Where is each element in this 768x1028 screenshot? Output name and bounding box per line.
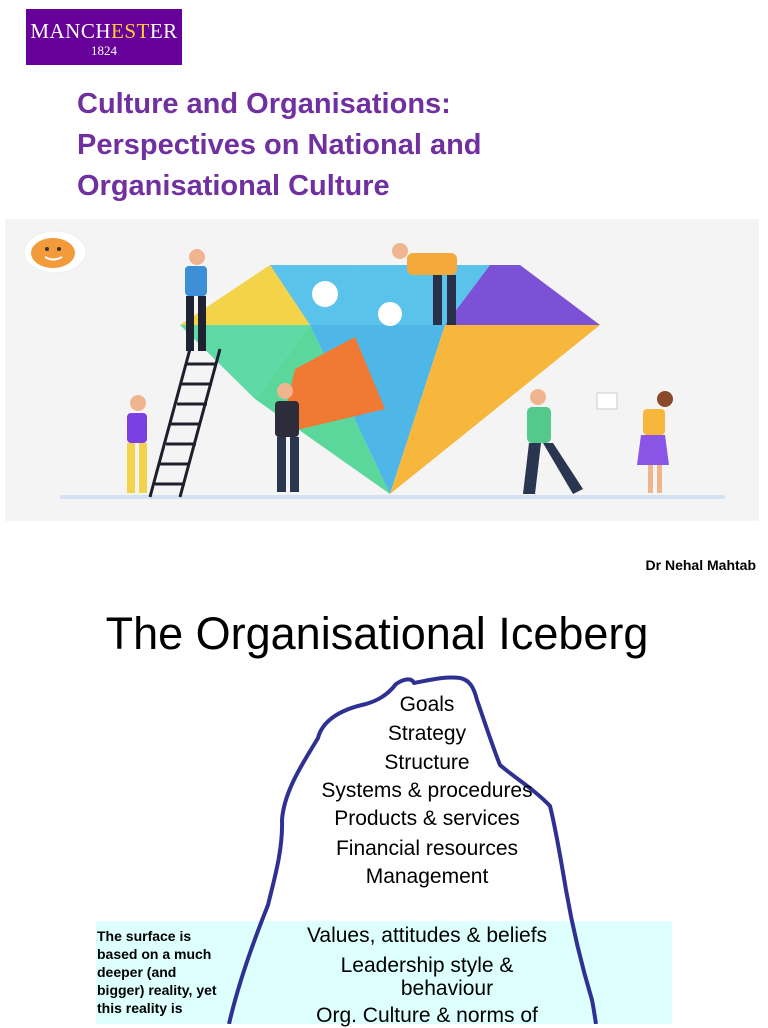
iceberg-hidden-item: Org. Culture & norms of — [316, 1004, 538, 1027]
person-on-ladder-icon — [185, 249, 207, 351]
iceberg-hidden-item: behaviour — [400, 977, 494, 1000]
university-logo: MANCHESTER 1824 — [26, 9, 182, 65]
illustration-canvas — [23, 230, 725, 499]
iceberg-item: Structure — [384, 751, 470, 774]
iceberg-item: Management — [365, 865, 489, 888]
presentation-title: Culture and Organisations: Perspectives … — [77, 84, 697, 207]
diamond-puzzle-illustration — [5, 219, 759, 521]
person-center-icon — [275, 383, 299, 492]
author-name: Dr Nehal Mahtab — [645, 557, 756, 573]
iceberg-item: Systems & procedures — [321, 779, 533, 802]
iceberg-icon — [227, 675, 598, 1024]
logo-wordmark: MANCHESTER — [30, 19, 178, 43]
side-note: The surface is based on a much deeper (a… — [97, 928, 217, 1016]
person-top-icon — [392, 243, 457, 325]
iceberg-item: Financial resources — [335, 837, 519, 860]
mascot-icon — [23, 230, 87, 274]
title-line: Culture and Organisations: — [77, 88, 451, 120]
ladder-icon — [148, 348, 222, 498]
title-line: Perspectives on National and — [77, 129, 482, 161]
ground-line — [60, 495, 725, 499]
iceberg-item: Goals — [399, 693, 455, 716]
iceberg-item: Strategy — [387, 722, 467, 745]
iceberg-hidden-item: Leadership style & — [340, 954, 514, 977]
diamond-icon — [180, 265, 600, 494]
logo-year: 1824 — [91, 43, 117, 58]
slide-title: The Organisational Iceberg — [105, 608, 649, 659]
woman-right-icon — [596, 391, 673, 493]
woman-left-icon — [127, 395, 147, 493]
title-line: Organisational Culture — [77, 170, 390, 202]
person-right-icon — [523, 389, 583, 494]
iceberg-hidden-item: Values, attitudes & beliefs — [306, 924, 548, 947]
iceberg-item: Products & services — [334, 807, 520, 830]
